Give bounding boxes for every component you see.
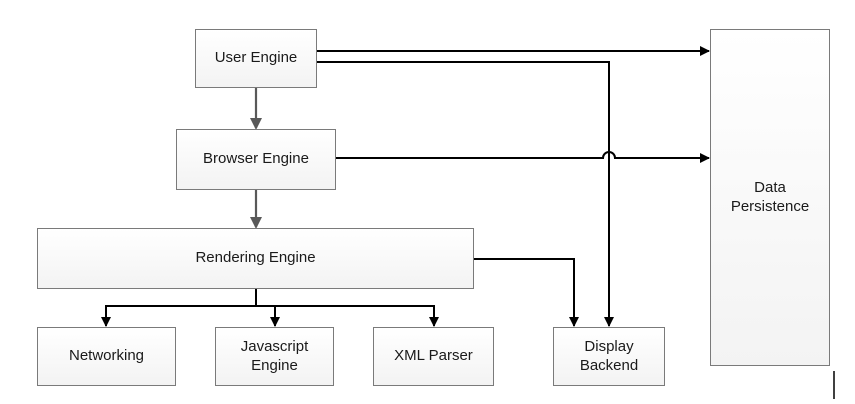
browser-engine-label: Browser Engine — [203, 150, 309, 168]
javascript-engine-label: Javascript Engine — [240, 337, 309, 374]
browser-engine-box: Browser Engine — [176, 129, 336, 190]
javascript-engine-box: Javascript Engine — [215, 327, 334, 386]
display-backend-label: Display Backend — [579, 337, 639, 374]
display-backend-box: Display Backend — [553, 327, 665, 386]
rendering-engine-label: Rendering Engine — [195, 249, 316, 267]
rendering-engine-box: Rendering Engine — [37, 228, 474, 289]
arrow-user-to-display — [317, 61, 614, 327]
user-engine-label: User Engine — [214, 49, 298, 67]
data-persistence-label: Data Persistence — [730, 178, 810, 215]
networking-label: Networking — [68, 347, 145, 365]
data-persistence-box: Data Persistence — [710, 29, 830, 366]
networking-box: Networking — [37, 327, 176, 386]
arrow-browser-to-persistence — [336, 151, 710, 163]
arrow-rendering-to-display — [474, 258, 579, 327]
xml-parser-box: XML Parser — [373, 327, 494, 386]
user-engine-box: User Engine — [195, 29, 317, 88]
xml-parser-label: XML Parser — [394, 347, 473, 365]
